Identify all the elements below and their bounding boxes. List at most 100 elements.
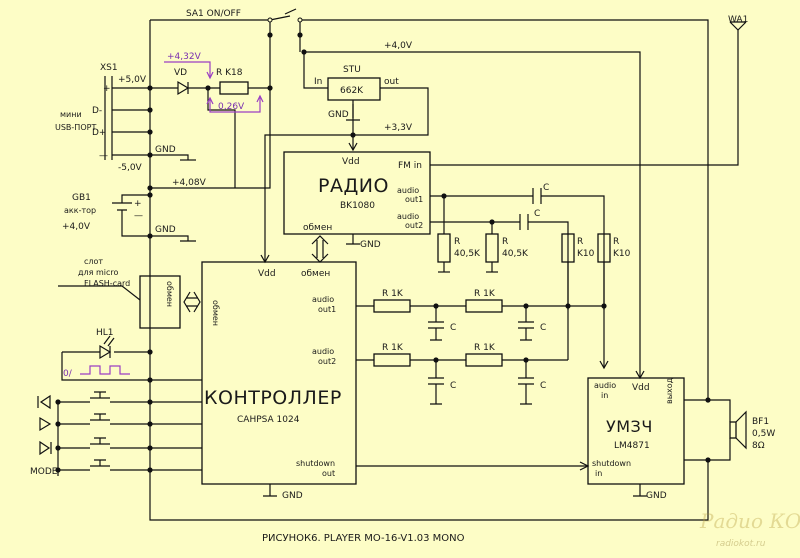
rail-label-4v08: +4,08V <box>172 178 207 188</box>
radio-ao1-a: audio <box>397 186 419 195</box>
amp-out: выход <box>665 377 674 404</box>
radio-gnd: GND <box>360 240 381 250</box>
led-hl1: HL1 0/ <box>61 328 202 383</box>
speaker-power: 0,5W <box>752 429 775 439</box>
battery-ref: GB1 <box>72 193 91 203</box>
watermark: Радио КОТ radiokot.ru <box>699 509 800 549</box>
regulator-stu: STU 662K In out GND <box>314 65 399 121</box>
battery-type: акк-тор <box>64 206 96 215</box>
stu-pin-out: out <box>384 77 399 87</box>
diode-label: VD <box>174 68 187 78</box>
r1k-label-3: R 1K <box>382 343 404 353</box>
slot-bus: обмен <box>165 281 174 307</box>
speaker-bf1: BF1 0,5W 8Ω <box>684 397 775 463</box>
amp-sd-b: in <box>595 469 602 478</box>
audio-filter-chain: R 1K R 1K R 1K R 1K C C C C <box>356 262 609 405</box>
amp-part: LM4871 <box>614 441 650 451</box>
radio-title: РАДИО <box>318 175 389 197</box>
antenna-label: WA1 <box>728 15 748 25</box>
controller-module: КОНТРОЛЛЕР САНРSA 1024 Vdd обмен обмен a… <box>201 261 357 501</box>
controller-part: САНРSA 1024 <box>237 415 300 425</box>
cap-label-2: C <box>534 209 540 219</box>
radio-fm-in: FM in <box>398 161 422 171</box>
usb-minus-sign: — <box>99 151 108 161</box>
radio-ao2-b: out2 <box>405 221 423 230</box>
next-icon <box>39 440 52 456</box>
sd-card-slot: обмен слот для micro FLASH-card <box>58 257 201 329</box>
rail-label-3v3: +3,3V <box>384 123 413 133</box>
shutdown-line <box>356 461 590 471</box>
switch-label: SA1 ON/OFF <box>186 9 241 19</box>
radio-module: РАДИО BK1080 Vdd FM in audio out1 audio … <box>283 151 431 250</box>
controller-bus-top: обмен <box>301 269 330 279</box>
cap-label-1: C <box>543 183 549 193</box>
r405a-ref: R <box>454 237 460 247</box>
rail-label-4v: +4,0V <box>384 41 413 51</box>
r1k-label-1: R 1K <box>382 289 404 299</box>
antenna-wa1: WA1 <box>430 15 748 166</box>
amp-vdd: Vdd <box>632 383 650 393</box>
mode-label: MODE <box>30 467 58 477</box>
usb-minus5-label: -5,0V <box>118 163 143 173</box>
play-icon <box>39 416 52 432</box>
controller-ao2-a: audio <box>312 347 334 356</box>
amp-sd-a: shutdown <box>592 459 631 468</box>
speaker-ref: BF1 <box>752 417 769 427</box>
radio-vdd: Vdd <box>342 157 360 167</box>
speaker-imp: 8Ω <box>752 441 765 451</box>
k18-label: R K18 <box>216 68 243 78</box>
battery-gb1: GB1 акк-тор +4,0V + — GND <box>62 185 196 242</box>
amp-title: УМЗЧ <box>606 417 653 436</box>
slot-line1: слот <box>84 257 103 266</box>
button-group: MODE <box>30 391 202 477</box>
led-waveform: 0/ <box>63 369 73 379</box>
watermark-main: Радио КОТ <box>699 509 800 533</box>
cap-label-6: C <box>540 381 546 391</box>
controller-gnd: GND <box>282 491 303 501</box>
cap-label-5: C <box>450 381 456 391</box>
radio-output-network: C C R 40,5K R 40,5K R K10 R K10 <box>430 183 631 310</box>
amp-ain-b: in <box>601 391 608 400</box>
prev-icon <box>37 394 51 410</box>
cap-label-3: C <box>450 323 456 333</box>
rk10b-ref: R <box>613 237 619 247</box>
diode-vd: VD <box>150 68 211 96</box>
amp-ain-a: audio <box>594 381 616 390</box>
slot-line2: для micro <box>78 268 119 277</box>
controller-title: КОНТРОЛЛЕР <box>204 387 342 409</box>
controller-sd-b: out <box>322 469 335 478</box>
watermark-sub: radiokot.ru <box>716 539 766 549</box>
usb-plus5-label: +5,0V <box>118 75 147 85</box>
battery-gnd: GND <box>155 225 176 235</box>
resistor-k18: R K18 <box>207 68 273 188</box>
controller-bus-left: обмен <box>211 300 220 326</box>
stu-gnd: GND <box>328 110 349 120</box>
battery-minus: — <box>134 211 143 221</box>
usb-name-2: USB-ПОРТ <box>55 123 96 132</box>
radio-ao2-a: audio <box>397 212 419 221</box>
diagram-title: РИСУНОК6. PLAYER MO-16-V1.03 MONO <box>262 533 465 544</box>
r405b-ref: R <box>502 237 508 247</box>
stu-part: 662K <box>340 86 364 96</box>
bus-arrow-radio <box>311 235 329 263</box>
amp-gnd: GND <box>646 491 667 501</box>
usb-gnd-label: GND <box>155 145 176 155</box>
voltage-measurements: +4,32V 0,26V <box>164 52 264 113</box>
radio-part: BK1080 <box>340 201 375 211</box>
rk10b-value: K10 <box>613 249 631 259</box>
r405a-value: 40,5K <box>454 249 481 259</box>
stu-ref: STU <box>343 65 361 75</box>
cap-label-4: C <box>540 323 546 333</box>
led-ref: HL1 <box>96 328 114 338</box>
switch-sa1: SA1 ON/OFF <box>186 9 303 23</box>
controller-ao1-b: out1 <box>318 305 336 314</box>
measure-0v26: 0,26V <box>218 102 245 112</box>
battery-voltage: +4,0V <box>62 222 91 232</box>
usb-ref: XS1 <box>100 63 118 73</box>
controller-ao1-a: audio <box>312 295 334 304</box>
rk10a-ref: R <box>577 237 583 247</box>
stu-pin-in: In <box>314 77 322 87</box>
r405b-value: 40,5K <box>502 249 529 259</box>
